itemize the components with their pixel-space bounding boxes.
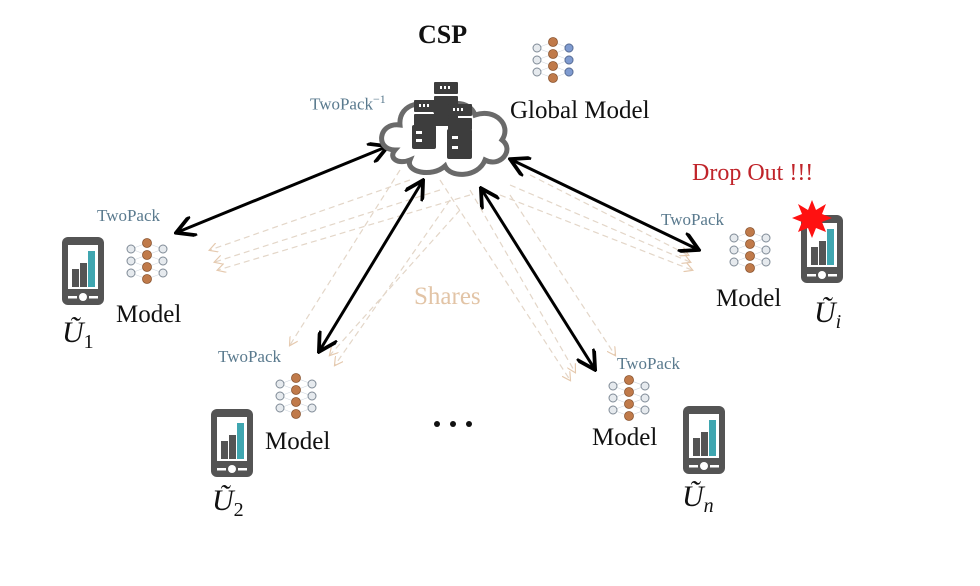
share-arrow-u1-a — [210, 179, 411, 250]
u1-user-symbol: Ũ — [62, 316, 84, 349]
un-model-network-icon — [608, 375, 650, 421]
share-arrow-u1-b — [215, 189, 441, 262]
un-phone-icon — [683, 406, 725, 474]
global-model-blue-nodes — [564, 43, 574, 77]
arrow-csp-u2 — [320, 182, 422, 350]
ui-user-index: i — [835, 311, 842, 333]
un-twopack-label: TwoPack — [617, 354, 681, 373]
share-arrow-un-a — [439, 179, 570, 380]
u2-user-index: 2 — [233, 499, 244, 521]
arrow-csp-ui — [512, 160, 697, 249]
ui-model-network-icon — [729, 227, 771, 273]
u2-model-label: Model — [265, 428, 331, 455]
ui-model-label: Model — [716, 285, 782, 312]
u2-user-symbol: Ũ — [212, 484, 234, 517]
u1-phone-icon — [62, 237, 104, 305]
u2-user-label: Ũ2 — [212, 484, 244, 522]
ui-user-label: Ũi — [814, 296, 841, 334]
share-arrows — [210, 169, 692, 380]
communication-arrows — [178, 147, 697, 368]
cloud-server-icon — [379, 82, 510, 177]
u1-user-label: Ũ1 — [62, 316, 94, 354]
inverse-superscript: −1 — [373, 92, 386, 106]
csp-label: CSP — [418, 20, 468, 49]
u1-user-index: 1 — [83, 331, 94, 353]
dropout-label: Drop Out !!! — [692, 160, 814, 186]
ellipsis-dots — [434, 421, 472, 427]
un-model-label: Model — [592, 424, 658, 451]
un-user-label: Ũn — [682, 480, 714, 518]
u2-model-network-icon — [275, 373, 317, 419]
share-arrow-un-b — [469, 189, 575, 372]
share-arrow-un-c — [509, 194, 615, 355]
arrow-csp-un — [482, 190, 594, 368]
u1-twopack-label: TwoPack — [97, 206, 161, 225]
u2-twopack-label: TwoPack — [218, 347, 282, 366]
u2-phone-icon — [211, 409, 253, 477]
dropout-burst-icon — [792, 200, 832, 238]
global-model-label: Global Model — [510, 97, 650, 124]
twopack-inverse-text: TwoPack — [310, 94, 374, 114]
share-arrow-u2-a — [290, 169, 401, 345]
arrow-csp-u1 — [178, 147, 386, 232]
un-user-index: n — [703, 495, 714, 517]
twopack-inverse-label: TwoPack−1 — [310, 92, 386, 115]
un-user-symbol: Ũ — [682, 480, 704, 513]
ui-user-symbol: Ũ — [814, 296, 836, 329]
u1-model-label: Model — [116, 301, 182, 328]
u1-model-network-icon — [126, 238, 168, 284]
shares-label: Shares — [414, 283, 481, 310]
ui-twopack-label: TwoPack — [661, 210, 725, 229]
